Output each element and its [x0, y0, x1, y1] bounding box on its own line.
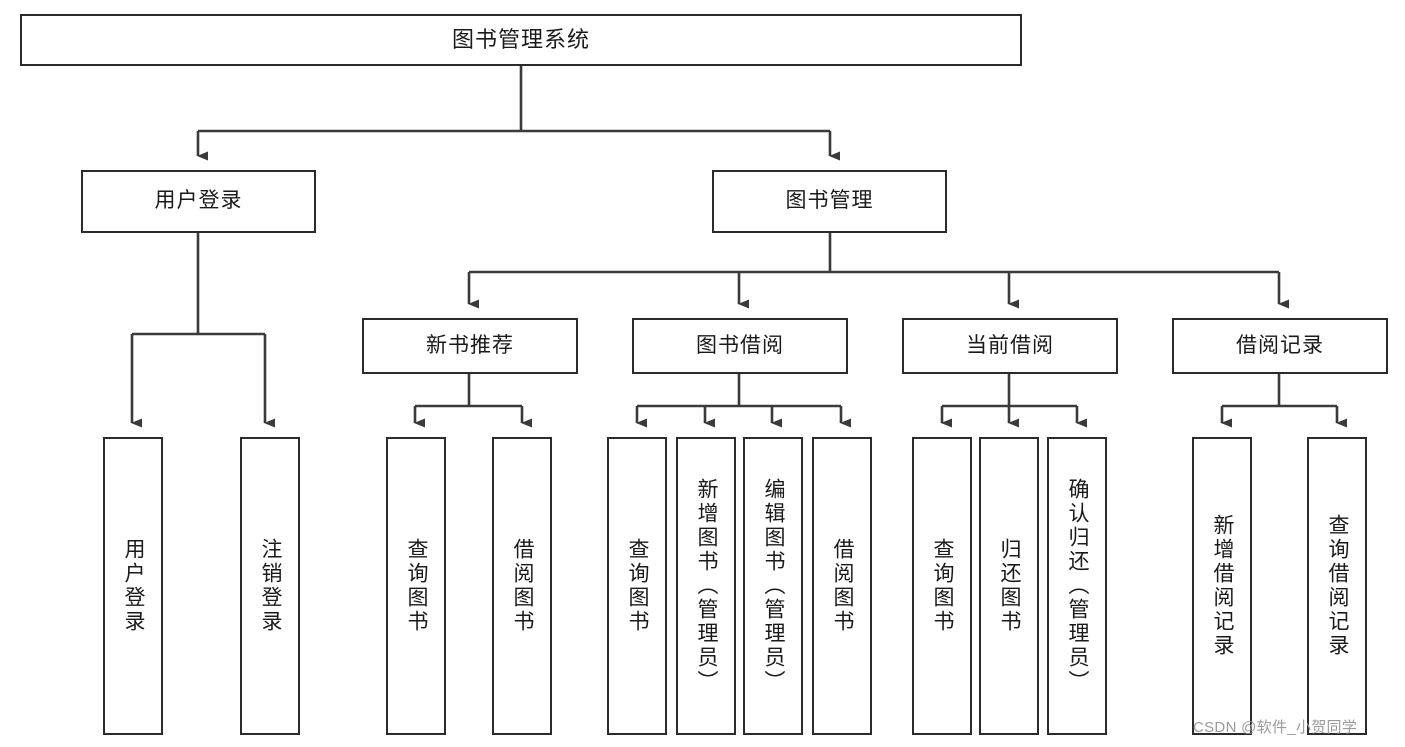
node-leaf-query-book-2[interactable]: 查询图书 [607, 437, 667, 735]
node-book-manage-label: 图书管理 [785, 189, 874, 213]
node-leaf-logout-label: 注销登录 [259, 538, 283, 634]
node-leaf-add-record[interactable]: 新增借阅记录 [1192, 437, 1252, 735]
node-root-label: 图书管理系统 [451, 27, 590, 53]
node-leaf-borrow-book-2-label: 借阅图书 [831, 538, 855, 634]
node-current-borrow-label: 当前借阅 [966, 333, 1054, 357]
node-borrow-record-label: 借阅记录 [1236, 333, 1324, 357]
node-new-book-recommend-label: 新书推荐 [426, 333, 514, 357]
node-leaf-query-book-3[interactable]: 查询图书 [912, 437, 972, 735]
node-root-system[interactable]: 图书管理系统 [20, 14, 1022, 66]
node-leaf-borrow-book-2[interactable]: 借阅图书 [812, 437, 872, 735]
node-leaf-logout[interactable]: 注销登录 [240, 437, 300, 735]
node-leaf-query-book-2-label: 查询图书 [626, 538, 650, 634]
node-leaf-return-book[interactable]: 归还图书 [979, 437, 1039, 735]
node-book-manage[interactable]: 图书管理 [712, 170, 947, 233]
node-new-book-recommend[interactable]: 新书推荐 [362, 318, 578, 374]
node-leaf-add-record-label: 新增借阅记录 [1211, 514, 1235, 658]
node-leaf-return-book-label: 归还图书 [998, 538, 1022, 634]
node-leaf-borrow-book-1-label: 借阅图书 [511, 538, 535, 634]
node-current-borrow[interactable]: 当前借阅 [902, 318, 1118, 374]
node-leaf-add-book[interactable]: 新增图书（管理员） [676, 437, 736, 735]
node-user-login-label: 用户登录 [154, 189, 243, 213]
node-borrow-record[interactable]: 借阅记录 [1172, 318, 1388, 374]
node-leaf-confirm-return-label: 确认归还（管理员） [1066, 478, 1090, 694]
node-book-borrow-label: 图书借阅 [696, 333, 784, 357]
node-leaf-query-book-1-label: 查询图书 [405, 538, 429, 634]
node-leaf-add-book-label: 新增图书（管理员） [695, 478, 719, 694]
node-leaf-user-login-label: 用户登录 [122, 538, 146, 634]
node-leaf-query-record[interactable]: 查询借阅记录 [1307, 437, 1367, 735]
node-leaf-query-book-3-label: 查询图书 [931, 538, 955, 634]
node-book-borrow[interactable]: 图书借阅 [632, 318, 848, 374]
node-leaf-borrow-book-1[interactable]: 借阅图书 [492, 437, 552, 735]
node-leaf-query-record-label: 查询借阅记录 [1326, 514, 1350, 658]
node-leaf-edit-book-label: 编辑图书（管理员） [762, 478, 786, 694]
node-leaf-edit-book[interactable]: 编辑图书（管理员） [743, 437, 803, 735]
node-user-login[interactable]: 用户登录 [81, 170, 316, 233]
node-leaf-user-login[interactable]: 用户登录 [103, 437, 163, 735]
node-leaf-confirm-return[interactable]: 确认归还（管理员） [1047, 437, 1107, 735]
node-leaf-query-book-1[interactable]: 查询图书 [386, 437, 446, 735]
